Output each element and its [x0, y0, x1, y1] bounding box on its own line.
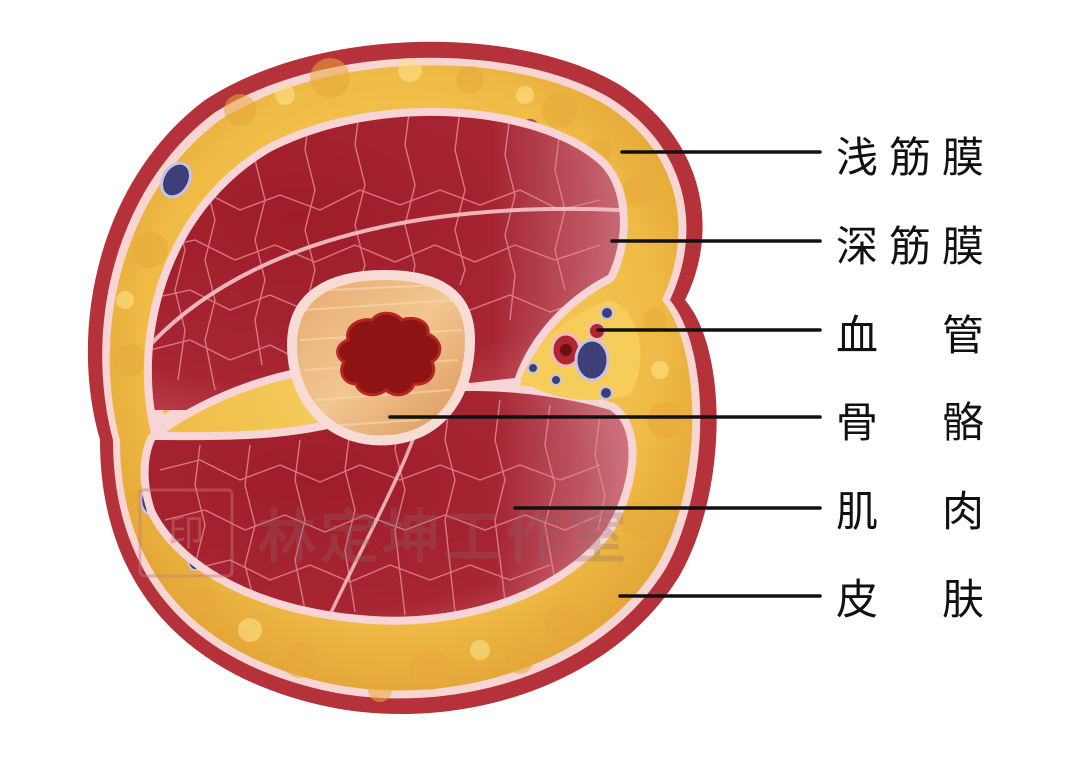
blood-vessel-small-vein-1	[600, 306, 614, 320]
label-bone-c1: 骨	[836, 398, 878, 447]
watermark-text: 林定坤工作室	[258, 503, 630, 571]
blood-vessel-small-vein-4	[527, 362, 539, 374]
label-superficial-fascia-c2: 筋	[889, 133, 931, 182]
label-deep-fascia-c2: 筋	[889, 222, 931, 271]
label-deep-fascia-c1: 深	[836, 222, 878, 271]
blood-vessel-small-vein-2	[550, 374, 562, 386]
label-muscle-c2: 肉	[942, 487, 984, 536]
bone-marrow	[336, 311, 442, 397]
label-deep-fascia-c3: 膜	[942, 222, 984, 271]
labels: 浅 筋 膜 深 筋 膜 血 管 骨 骼 肌 肉 皮 肤	[836, 133, 984, 624]
muscle-septum-lower	[328, 419, 422, 616]
watermark: 印 林定坤工作室	[138, 488, 630, 578]
neurovascular-bundle	[520, 300, 641, 400]
label-blood-vessel-c1: 血	[836, 311, 878, 360]
fat-texture	[114, 58, 683, 702]
muscle-fiber-net-lower	[159, 399, 606, 616]
label-superficial-fascia-c1: 浅	[836, 133, 878, 182]
label-skin-c1: 皮	[836, 575, 878, 624]
label-blood-vessel-c2: 管	[942, 311, 984, 360]
blood-vessel-vein	[574, 338, 610, 382]
muscle-septum-upper	[151, 206, 620, 347]
blood-vessel-small-vein-3	[599, 386, 613, 400]
bone	[286, 269, 476, 446]
label-bone-c2: 骼	[942, 398, 984, 447]
leader-lines	[388, 150, 822, 598]
svg-text:印: 印	[168, 513, 204, 554]
superficial-vein-upper	[160, 161, 192, 199]
label-muscle-c1: 肌	[836, 487, 878, 536]
watermark-seal	[138, 488, 234, 578]
label-skin-c2: 肤	[942, 575, 984, 624]
label-superficial-fascia-c3: 膜	[942, 133, 984, 182]
